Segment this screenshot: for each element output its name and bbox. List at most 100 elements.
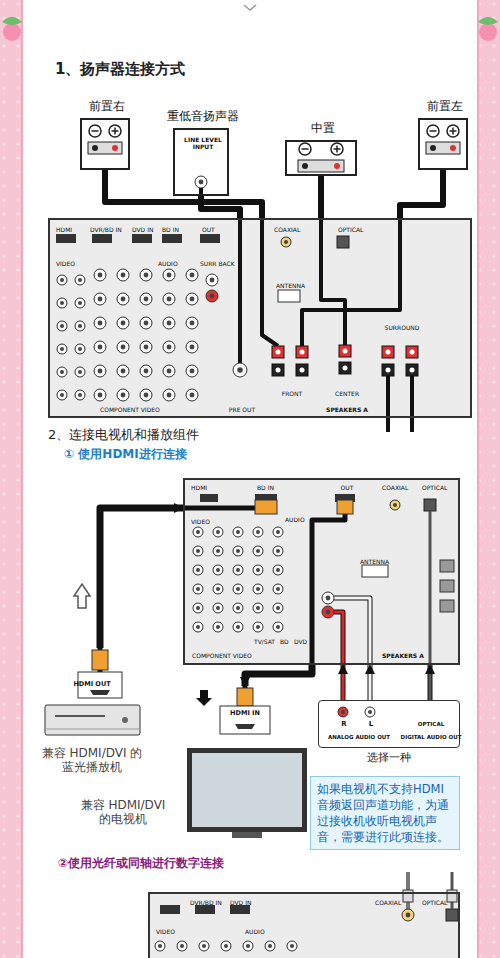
panel-jack bbox=[236, 587, 240, 591]
speaker-terminal bbox=[450, 145, 456, 151]
cable bbox=[400, 170, 443, 218]
panel-jack bbox=[190, 345, 195, 350]
panel-jack bbox=[273, 565, 283, 575]
cable-casing bbox=[105, 170, 262, 218]
panel-jack bbox=[216, 568, 220, 572]
audio-cable bbox=[334, 612, 343, 665]
panel-jack bbox=[186, 365, 198, 377]
panel-jack bbox=[224, 944, 228, 948]
speaker-terminal bbox=[302, 163, 308, 169]
speaker-terminal bbox=[339, 345, 351, 357]
jack-label: DIGITAL AUDIO OUT bbox=[401, 734, 462, 741]
panel-jack bbox=[98, 273, 103, 278]
note-box: 如果电视机不支持HDMI音频返回声道功能，为通过接收机收听电视机声音，需要进行此… bbox=[310, 776, 460, 850]
hdmi-plug bbox=[337, 500, 353, 514]
speaker-terminal bbox=[426, 142, 460, 154]
panel-label: BD IN bbox=[162, 226, 179, 233]
speaker-terminal bbox=[382, 364, 394, 376]
panel-jack bbox=[233, 546, 243, 556]
speaker-terminal bbox=[386, 350, 391, 355]
speaker-terminal bbox=[343, 366, 348, 371]
panel-jack bbox=[210, 278, 215, 283]
panel-jack bbox=[60, 278, 64, 282]
speaker-terminal-block bbox=[440, 580, 454, 592]
panel-jack bbox=[281, 237, 291, 247]
panel-jack bbox=[163, 365, 175, 377]
speaker-terminal-block bbox=[440, 560, 454, 612]
panel-jack bbox=[276, 549, 280, 553]
speaker-terminal bbox=[386, 368, 391, 373]
hdmi-port bbox=[200, 234, 220, 243]
section-heading: 2、连接电视机和播放组件 bbox=[48, 427, 199, 443]
section-heading: 1、扬声器连接方式 bbox=[55, 60, 185, 78]
panel-jack bbox=[253, 622, 263, 632]
jack-label: R bbox=[341, 720, 346, 728]
panel-jack bbox=[210, 294, 215, 299]
panel-jack bbox=[144, 321, 149, 326]
panel-jack bbox=[233, 603, 243, 613]
hdmi-port bbox=[162, 234, 182, 243]
panel-jack bbox=[236, 530, 240, 534]
panel-jack bbox=[60, 370, 64, 374]
panel-jack bbox=[190, 321, 195, 326]
panel-label: ANTENNA bbox=[360, 558, 389, 565]
speaker-terminal bbox=[298, 160, 344, 172]
panel-label: OPTICAL bbox=[338, 226, 363, 233]
panel-jack bbox=[60, 324, 64, 328]
panel-jack bbox=[341, 710, 345, 714]
hdmi-cable bbox=[100, 508, 345, 706]
speaker-terminal bbox=[276, 368, 281, 373]
panel-jack bbox=[233, 622, 243, 632]
panel-jack bbox=[256, 625, 260, 629]
speaker-terminal bbox=[382, 346, 394, 358]
speaker-label: 中置 bbox=[311, 121, 335, 135]
panel-jack bbox=[213, 546, 223, 556]
speaker-box: 前置右 bbox=[80, 118, 130, 170]
hdmi-port bbox=[56, 234, 76, 243]
panel-jack bbox=[273, 546, 283, 556]
device-label: 兼容 HDMI/DVI 的蓝光播放机 bbox=[36, 746, 148, 775]
panel-jack bbox=[256, 530, 260, 534]
receiver-body bbox=[48, 218, 472, 958]
panel-jack bbox=[213, 584, 223, 594]
direction-arrow bbox=[74, 584, 90, 608]
speaker-terminal bbox=[89, 125, 101, 137]
panel-jack bbox=[117, 293, 129, 305]
panel-jack bbox=[98, 393, 103, 398]
panel-jack bbox=[60, 347, 64, 351]
panel-jack bbox=[256, 587, 260, 591]
panel-label: TV/SAT bbox=[254, 638, 275, 645]
speaker-terminal bbox=[447, 125, 459, 137]
direction-arrow bbox=[196, 690, 212, 706]
speaker-label: 前置左 bbox=[427, 99, 463, 113]
bluray-player bbox=[55, 715, 105, 717]
panel-jack bbox=[365, 707, 375, 717]
television bbox=[220, 706, 270, 734]
cable-casing bbox=[245, 665, 312, 686]
panel-jack bbox=[190, 369, 195, 374]
panel-jack bbox=[233, 565, 243, 575]
panel-jack bbox=[144, 345, 149, 350]
panel-jack bbox=[75, 390, 85, 400]
choice-note: 选择一种 bbox=[367, 751, 411, 764]
cable-casing bbox=[428, 665, 433, 700]
speaker-terminal bbox=[336, 146, 338, 153]
panel-jack bbox=[322, 606, 334, 618]
optical-port bbox=[446, 909, 458, 921]
cable bbox=[429, 665, 432, 700]
panel-jack bbox=[276, 530, 280, 534]
panel-jack bbox=[167, 297, 172, 302]
panel-jack bbox=[213, 603, 223, 613]
optical-port bbox=[424, 499, 436, 511]
cable bbox=[245, 665, 312, 686]
panel-jack bbox=[216, 549, 220, 553]
panel-label: SURR BACK bbox=[200, 260, 235, 267]
panel-jack bbox=[186, 389, 198, 401]
panel-jack bbox=[121, 393, 126, 398]
panel-jack bbox=[236, 625, 240, 629]
panel-label: FRONT bbox=[282, 390, 303, 397]
panel-jack bbox=[94, 269, 106, 281]
bluray-player bbox=[45, 705, 140, 735]
television bbox=[192, 753, 302, 827]
